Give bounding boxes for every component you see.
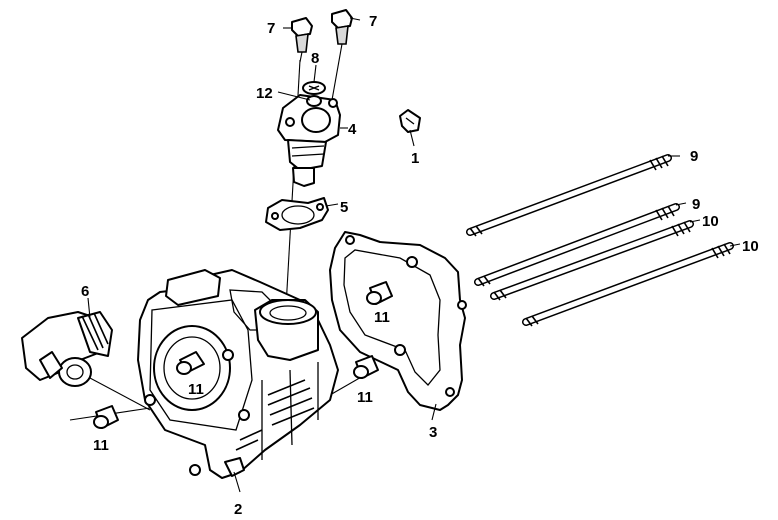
flange-bolt-right: [331, 9, 353, 101]
cylinder-head: [137, 269, 339, 479]
thermostat-gasket: [265, 197, 329, 231]
callout-1: 1: [411, 150, 419, 167]
callout-8: 8: [311, 50, 319, 67]
callout-12: 12: [256, 85, 273, 102]
clip: [399, 109, 421, 133]
dowel-pin-right: [353, 355, 379, 379]
callout-11-gasket: 11: [374, 309, 390, 326]
dowel-pin-head-left: [176, 351, 205, 375]
head-gasket: [329, 231, 467, 411]
stud-bolt-9b: [474, 203, 680, 287]
callout-11-left: 11: [93, 437, 109, 454]
callout-5: 5: [340, 199, 348, 216]
dowel-pin-gasket: [366, 281, 393, 305]
callout-7-right: 7: [369, 13, 377, 30]
callout-labels: 1 2 3 4 5 6 7 7 8 9 9 10 10 11 11 11 11 …: [81, 13, 759, 518]
water-hose-joint: [21, 311, 113, 387]
stud-bolt-10b: [522, 242, 734, 327]
callout-6: 6: [81, 283, 89, 300]
callout-9-lower: 9: [692, 196, 700, 213]
callout-11-right: 11: [357, 389, 373, 406]
thermostat-housing: [277, 94, 341, 187]
flange-bolt-left: [291, 17, 313, 63]
callout-9-upper: 9: [690, 148, 698, 165]
callout-10-lower: 10: [742, 238, 759, 255]
callout-4: 4: [348, 121, 357, 138]
callout-7-left: 7: [267, 20, 275, 37]
callout-3: 3: [429, 424, 437, 441]
callout-2: 2: [234, 501, 242, 518]
callout-11-head: 11: [188, 381, 204, 398]
stud-bolt-10a: [490, 220, 694, 301]
leader-lines: [87, 17, 741, 493]
callout-10-upper: 10: [702, 213, 719, 230]
screw-washer: [302, 81, 326, 107]
stud-bolt-9a: [466, 154, 672, 237]
dowel-pin-left: [93, 405, 119, 429]
